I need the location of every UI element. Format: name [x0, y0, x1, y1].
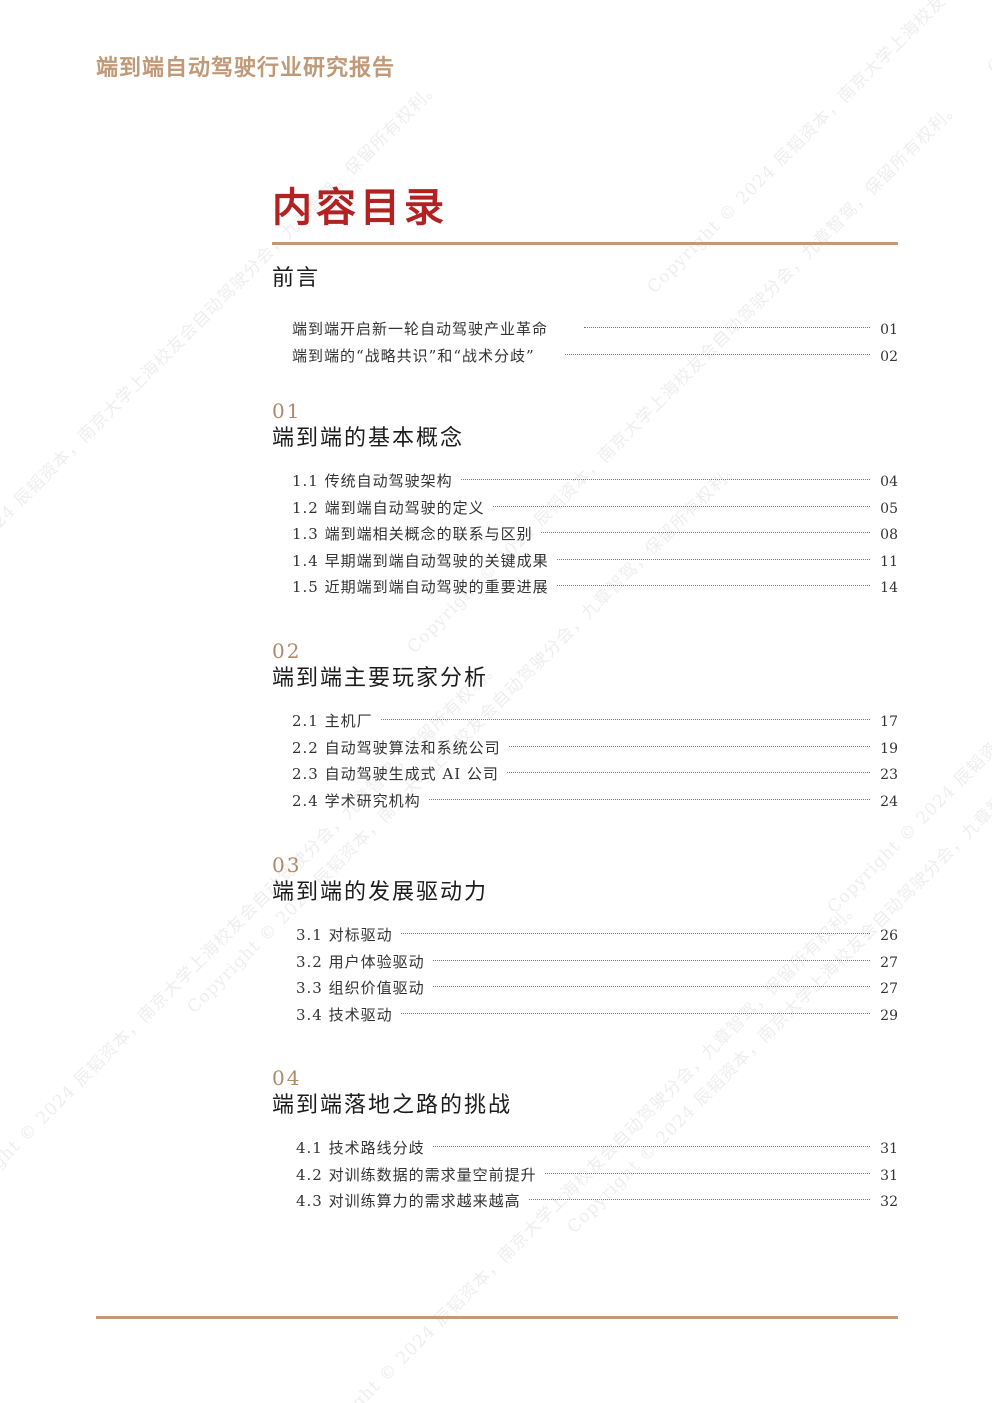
toc-entry-page: 01	[880, 322, 898, 338]
toc-entry-page: 23	[880, 767, 898, 784]
section-title: 端到端的发展驱动力	[272, 880, 489, 905]
report-header-title: 端到端自动驾驶行业研究报告	[96, 55, 396, 81]
toc-entry[interactable]: 3.1 对标驱动 26	[296, 922, 898, 949]
section-number: 03	[272, 853, 302, 877]
toc-entry[interactable]: 1.1 传统自动驾驶架构 04	[292, 468, 898, 495]
dot-leader	[506, 772, 870, 774]
dot-leader	[400, 1012, 870, 1014]
dot-leader	[428, 798, 870, 800]
toc-entry-label: 2.2 自动驾驶算法和系统公司	[292, 738, 501, 757]
footer-divider	[96, 1316, 898, 1319]
toc-entry-label: 1.2 端到端自动驾驶的定义	[292, 498, 485, 517]
toc-entry-label: 2.3 自动驾驶生成式 AI 公司	[292, 765, 499, 784]
toc-entry-label: 端到端开启新一轮自动驾驶产业革命	[292, 320, 549, 338]
toc-entry[interactable]: 1.2 端到端自动驾驶的定义 05	[292, 495, 898, 522]
dot-leader	[544, 1172, 870, 1174]
table-of-contents: 内容目录 前言 端到端开启新一轮自动驾驶产业革命 01 端到端的“战略共识”和“…	[272, 180, 898, 1210]
toc-title: 内容目录	[272, 184, 448, 231]
dot-leader	[432, 959, 870, 961]
watermark-text: Copyright © 2024 辰韬资本，南京大学上海校友会自动驾驶分会，九章…	[643, 0, 992, 298]
dot-leader	[528, 1199, 870, 1201]
dot-leader	[508, 745, 870, 747]
toc-entry-page: 05	[880, 500, 898, 517]
dot-leader	[460, 479, 870, 480]
section-number: 02	[272, 639, 302, 663]
toc-entry-label: 2.1 主机厂	[292, 712, 373, 730]
toc-entry-label: 1.5 近期端到端自动驾驶的重要进展	[292, 578, 549, 597]
dot-leader	[380, 719, 870, 720]
toc-entry-page: 24	[880, 793, 898, 810]
section-entries: 1.1 传统自动驾驶架构 04 1.2 端到端自动驾驶的定义 05 1.3 端到…	[272, 468, 898, 601]
toc-section-01: 01 端到端的基本概念 1.1 传统自动驾驶架构 04 1.2 端到端自动驾驶的…	[272, 398, 898, 601]
section-entries: 3.1 对标驱动 26 3.2 用户体验驱动 27 3.3 组织价值驱动 27 …	[272, 922, 898, 1028]
section-entries: 4.1 技术路线分歧 31 4.2 对训练数据的需求量空前提升 31 4.3 对…	[272, 1135, 898, 1215]
dot-leader	[400, 933, 870, 934]
dot-leader	[540, 532, 870, 534]
toc-entry-page: 31	[880, 1141, 898, 1157]
dot-leader	[432, 1146, 870, 1147]
title-divider	[272, 242, 898, 245]
toc-entry[interactable]: 3.4 技术驱动 29	[296, 1002, 898, 1029]
toc-entry[interactable]: 3.3 组织价值驱动 27	[296, 975, 898, 1002]
section-number: 01	[272, 399, 302, 423]
toc-entry-label: 3.4 技术驱动	[296, 1005, 393, 1024]
toc-entry[interactable]: 4.2 对训练数据的需求量空前提升 31	[296, 1162, 898, 1189]
toc-entry-label: 2.4 学术研究机构	[292, 791, 421, 810]
dot-leader	[492, 505, 870, 507]
toc-entry[interactable]: 3.2 用户体验驱动 27	[296, 949, 898, 976]
toc-entry-page: 31	[880, 1167, 898, 1184]
toc-entry-page: 26	[880, 928, 898, 944]
dot-leader	[556, 585, 870, 587]
dot-leader	[432, 986, 870, 988]
toc-section-preface: 前言 端到端开启新一轮自动驾驶产业革命 01 端到端的“战略共识”和“战术分歧”…	[272, 264, 898, 369]
toc-entry-page: 32	[880, 1194, 898, 1211]
toc-entry-label: 4.2 对训练数据的需求量空前提升	[296, 1165, 537, 1184]
toc-entry[interactable]: 端到端的“战略共识”和“战术分歧” 02	[292, 343, 898, 370]
toc-entry-page: 27	[880, 981, 898, 998]
toc-entry[interactable]: 端到端开启新一轮自动驾驶产业革命 01	[292, 316, 898, 343]
toc-entry[interactable]: 4.3 对训练算力的需求越来越高 32	[296, 1188, 898, 1215]
section-title: 端到端主要玩家分析	[272, 666, 489, 691]
toc-entry-label: 3.1 对标驱动	[296, 926, 393, 944]
dot-leader	[564, 353, 870, 355]
toc-entry-label: 3.3 组织价值驱动	[296, 979, 425, 998]
toc-entry-page: 27	[880, 954, 898, 971]
toc-entry-label: 1.4 早期端到端自动驾驶的关键成果	[292, 551, 549, 570]
toc-entry-page: 02	[880, 348, 898, 365]
toc-entry-label: 4.1 技术路线分歧	[296, 1139, 425, 1157]
toc-entry-page: 29	[880, 1007, 898, 1024]
toc-entry-label: 3.2 用户体验驱动	[296, 952, 425, 971]
dot-leader	[556, 558, 870, 560]
toc-entry-label: 4.3 对训练算力的需求越来越高	[296, 1192, 521, 1211]
section-title: 前言	[272, 266, 321, 291]
toc-entry[interactable]: 1.5 近期端到端自动驾驶的重要进展 14	[292, 574, 898, 601]
toc-entry-page: 04	[880, 474, 898, 490]
dot-leader	[584, 327, 870, 328]
toc-entry-page: 14	[880, 580, 898, 597]
toc-entry-label: 端到端的“战略共识”和“战术分歧”	[292, 346, 535, 365]
toc-entry-page: 19	[880, 740, 898, 757]
toc-entry[interactable]: 2.1 主机厂 17	[292, 708, 898, 735]
toc-entry-page: 11	[880, 553, 898, 570]
toc-entry[interactable]: 2.3 自动驾驶生成式 AI 公司 23	[292, 761, 898, 788]
toc-section-04: 04 端到端落地之路的挑战 4.1 技术路线分歧 31 4.2 对训练数据的需求…	[272, 1065, 898, 1215]
section-number: 04	[272, 1066, 302, 1090]
watermark-text: Copyright © 2024 辰韬资本，南京大学上海校友会自动驾驶分会，九章…	[980, 0, 992, 78]
section-title: 端到端的基本概念	[272, 426, 465, 451]
toc-entry[interactable]: 1.3 端到端相关概念的联系与区别 08	[292, 521, 898, 548]
toc-entry[interactable]: 2.2 自动驾驶算法和系统公司 19	[292, 735, 898, 762]
toc-entry-label: 1.3 端到端相关概念的联系与区别	[292, 525, 533, 544]
toc-entry-label: 1.1 传统自动驾驶架构	[292, 472, 453, 490]
toc-section-03: 03 端到端的发展驱动力 3.1 对标驱动 26 3.2 用户体验驱动 27 3…	[272, 852, 898, 1028]
section-title: 端到端落地之路的挑战	[272, 1093, 513, 1118]
toc-entry[interactable]: 2.4 学术研究机构 24	[292, 788, 898, 815]
toc-entry[interactable]: 4.1 技术路线分歧 31	[296, 1135, 898, 1162]
toc-entry-page: 08	[880, 527, 898, 544]
toc-entry-page: 17	[880, 714, 898, 730]
section-entries: 端到端开启新一轮自动驾驶产业革命 01 端到端的“战略共识”和“战术分歧” 02	[272, 316, 898, 369]
toc-section-02: 02 端到端主要玩家分析 2.1 主机厂 17 2.2 自动驾驶算法和系统公司 …	[272, 638, 898, 814]
toc-entry[interactable]: 1.4 早期端到端自动驾驶的关键成果 11	[292, 548, 898, 575]
section-entries: 2.1 主机厂 17 2.2 自动驾驶算法和系统公司 19 2.3 自动驾驶生成…	[272, 708, 898, 814]
